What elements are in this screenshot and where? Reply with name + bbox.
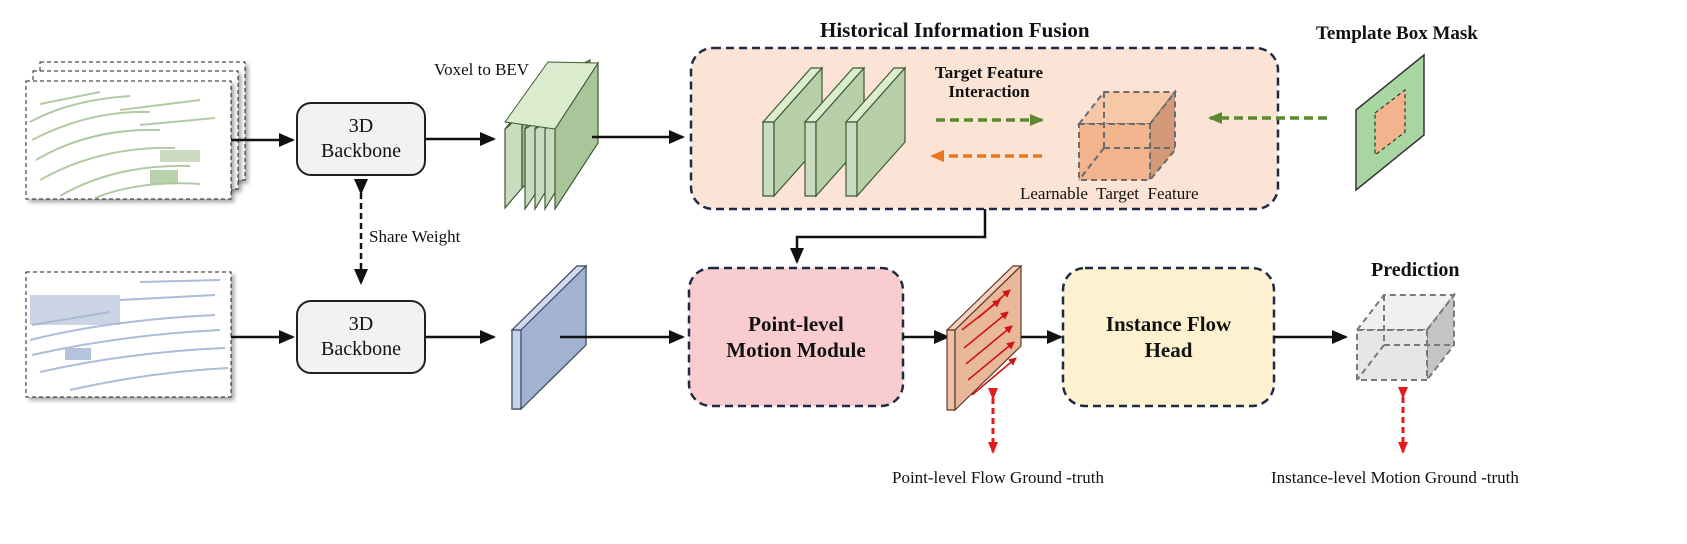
- flow-head-line-1: Instance Flow: [1105, 311, 1232, 336]
- target-feature-interaction-line-2: Interaction: [948, 81, 1030, 101]
- fusion-feature-slabs: [761, 66, 907, 198]
- learnable-target-feature-cube: [1076, 89, 1178, 183]
- instance-motion-gt-label: Instance-level Motion Ground -truth: [1271, 468, 1519, 487]
- arrow-fusion-to-motion-module: [790, 209, 987, 264]
- backbone-bottom-label: 3D Backbone: [297, 301, 425, 373]
- current-bev-feature: [510, 264, 588, 411]
- point-flow-gt-label: Point-level Flow Ground -truth: [892, 468, 1105, 487]
- history-point-cloud-stack: [25, 61, 246, 200]
- prediction-cube: [1354, 292, 1457, 383]
- backbone-bottom-line-2: Backbone: [321, 338, 401, 360]
- learnable-target-feature-label: Learnable Target Feature: [1020, 184, 1199, 203]
- motion-module-line-1: Point-level: [748, 311, 844, 336]
- backbone-top-line-2: Backbone: [321, 140, 401, 162]
- current-point-cloud: [25, 271, 232, 398]
- backbone-bottom-line-1: 3D: [348, 313, 374, 335]
- prediction-title: Prediction: [1371, 259, 1460, 281]
- point-flow-feature: [945, 264, 1023, 412]
- historical-fusion-title: Historical Information Fusion: [820, 18, 1090, 42]
- flow-head-label: Instance Flow Head: [1063, 268, 1274, 406]
- template-box-mask-title: Template Box Mask: [1316, 23, 1478, 44]
- target-feature-interaction-label: Target Feature Interaction: [922, 63, 1056, 101]
- share-weight-label: Share Weight: [369, 227, 461, 246]
- voxel-to-bev-label: Voxel to BEV: [434, 60, 530, 79]
- flow-head-line-2: Head: [1144, 338, 1193, 362]
- target-feature-interaction-line-1: Target Feature: [934, 63, 1044, 82]
- motion-module-label: Point-level Motion Module: [689, 268, 903, 406]
- backbone-top-label: 3D Backbone: [297, 103, 425, 175]
- history-bev-features: [504, 58, 599, 212]
- template-box-mask: [1355, 53, 1425, 192]
- motion-module-line-2: Motion Module: [726, 338, 866, 362]
- backbone-top-line-1: 3D: [348, 115, 374, 137]
